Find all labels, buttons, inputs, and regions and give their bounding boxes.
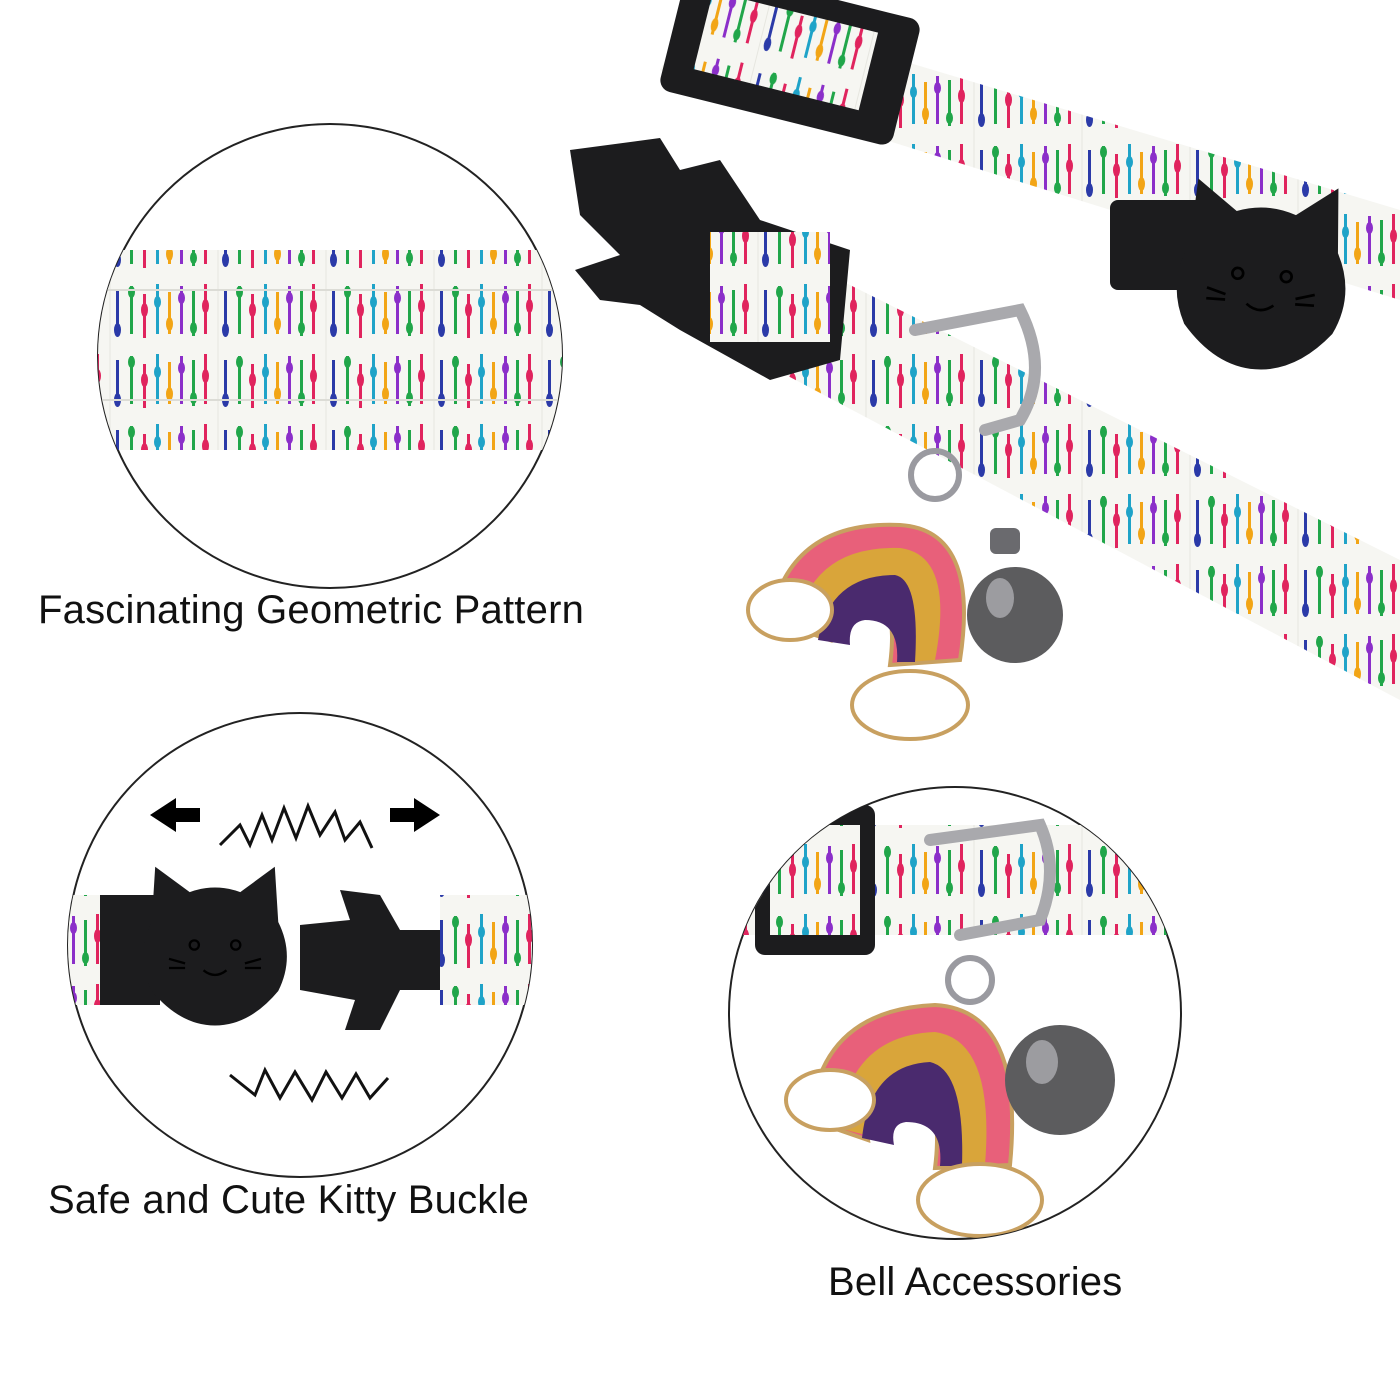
zigzag-sound-icon: [218, 801, 374, 849]
bell-closeup-circle: [728, 786, 1182, 1240]
upper-collar: [660, 0, 1400, 377]
arrow-left-icon: [150, 798, 200, 832]
caption-bell: Bell Accessories: [828, 1260, 1123, 1304]
bell-icon: [967, 528, 1063, 663]
caption-buckle: Safe and Cute Kitty Buckle: [48, 1178, 530, 1222]
buckle-closeup-circle: [67, 712, 533, 1178]
rainbow-charm-icon: [746, 522, 970, 741]
pattern-closeup-circle: [97, 123, 563, 589]
lower-collar: [570, 138, 1400, 741]
caption-pattern: Fascinating Geometric Pattern: [38, 588, 585, 632]
arrow-right-icon: [390, 798, 440, 832]
d-ring-icon: [909, 303, 1041, 436]
zigzag-sound-icon: [229, 1066, 390, 1104]
